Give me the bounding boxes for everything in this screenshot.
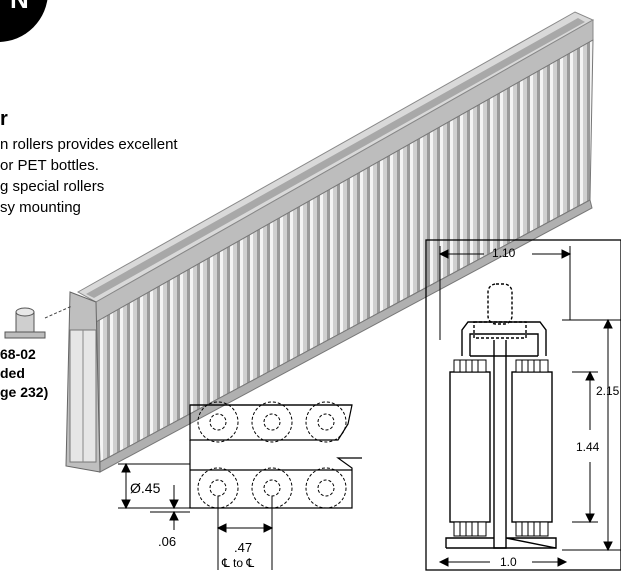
product-heading: r (0, 108, 8, 130)
rail-top-groove (86, 18, 585, 298)
callout-line-3: ge 232) (0, 384, 49, 400)
roller-offset-label: .06 (158, 534, 177, 549)
svg-text:N: N (10, 0, 29, 14)
callout-line-2: ded (0, 365, 25, 381)
description-line-2: or PET bottles. (0, 157, 99, 174)
pitch-note-label: ℄ to ℄ (222, 556, 255, 570)
description-line-4: sy mounting (0, 199, 81, 216)
roller-pitch-label: .47 (234, 540, 253, 555)
top-width-label: 1.10 (492, 246, 516, 260)
roller-diameter-label: Ø.45 (130, 480, 161, 496)
total-height-label: 2.15 (596, 384, 620, 398)
roller-height-label: 1.44 (576, 440, 600, 454)
description-line-1: n rollers provides excellent (0, 136, 178, 153)
description-line-3: g special rollers (0, 178, 105, 195)
bottom-width-label: 1.0 (500, 555, 517, 569)
callout-line-1: 68-02 (0, 346, 36, 362)
